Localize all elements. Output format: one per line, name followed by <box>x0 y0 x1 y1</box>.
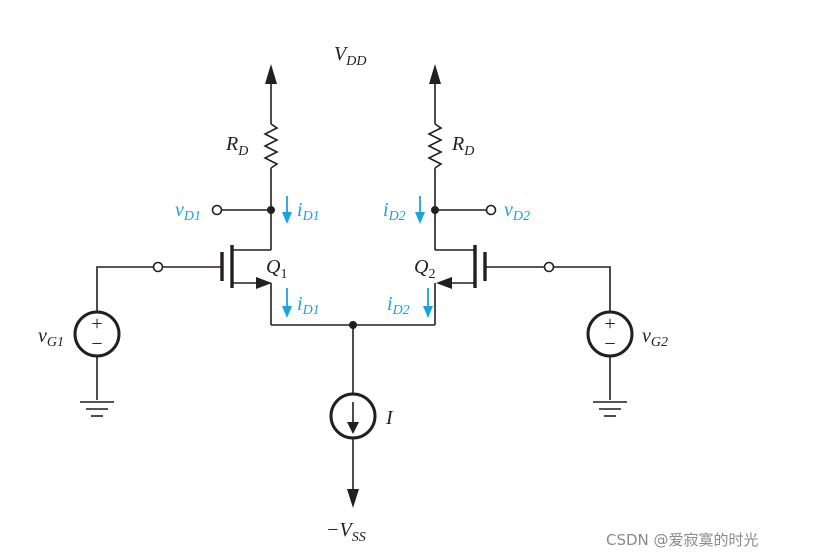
current-arrows <box>282 196 433 318</box>
svg-text:+: + <box>91 313 102 335</box>
rd2-label: RD <box>451 133 474 159</box>
id1-bot-label: iD1 <box>297 293 320 318</box>
terminal-vd2 <box>485 204 497 216</box>
vd1-label: vD1 <box>175 199 201 224</box>
rd1-label: RD <box>225 133 248 159</box>
ground-right <box>593 401 627 417</box>
terminal-vd1 <box>211 204 223 216</box>
vdd-arrow-left <box>265 64 277 84</box>
vg1-label: vG1 <box>38 325 64 350</box>
q1-source-arrow <box>256 277 272 289</box>
left-branch: + − <box>73 64 279 417</box>
i-source-label: I <box>385 407 394 429</box>
terminal-g1 <box>152 261 164 273</box>
vdd-label: VDD <box>334 43 366 69</box>
vss-label: −VSS <box>326 519 366 545</box>
q2-source-arrow <box>436 277 452 289</box>
id2-top-label: iD2 <box>383 199 406 224</box>
watermark: CSDN @爱寂寞的时光 <box>606 531 759 549</box>
svg-text:−: − <box>91 333 102 355</box>
q2-label: Q2 <box>414 256 435 282</box>
vd2-label: vD2 <box>504 199 530 224</box>
vdd-arrow-right <box>429 64 441 84</box>
vg2-label: vG2 <box>642 325 668 350</box>
svg-text:−: − <box>604 333 615 355</box>
ground-left <box>80 401 114 417</box>
id1-top-label: iD1 <box>297 199 320 224</box>
terminal-g2 <box>543 261 555 273</box>
resistor-rd2 <box>427 123 443 169</box>
id2-bot-label: iD2 <box>387 293 410 318</box>
tail <box>271 321 435 508</box>
right-branch: + − <box>427 64 634 417</box>
resistor-rd1 <box>263 123 279 169</box>
q1-label: Q1 <box>266 256 287 282</box>
vss-arrow <box>347 489 359 508</box>
svg-text:+: + <box>604 313 615 335</box>
